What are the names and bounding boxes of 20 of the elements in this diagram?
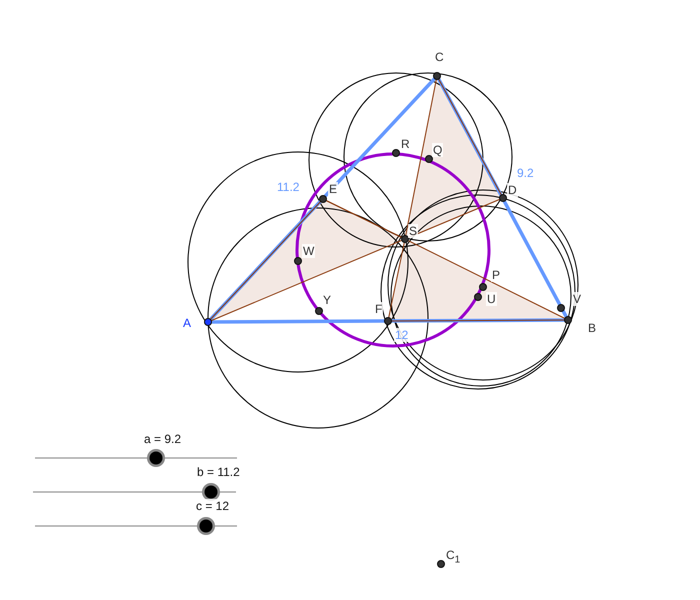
slider-label: b = 11.2 xyxy=(196,465,241,479)
point-label: V xyxy=(572,292,582,306)
point-label: Y xyxy=(322,293,332,307)
point-label: A xyxy=(182,316,192,330)
point-label: W xyxy=(302,244,316,258)
side-length-label: 9.2 xyxy=(516,166,535,180)
point-label: Q xyxy=(432,143,444,157)
side-length-label: 11.2 xyxy=(276,180,300,194)
side-length-label: 12 xyxy=(394,328,410,342)
point-label: E xyxy=(328,182,338,196)
point-label: F xyxy=(374,302,384,316)
slider-label: c = 12 xyxy=(195,499,230,513)
point-label: B xyxy=(587,321,598,335)
point-label: S xyxy=(408,224,418,238)
slider-label: a = 9.2 xyxy=(143,432,182,446)
point-label: U xyxy=(486,292,497,306)
point-label: P xyxy=(491,268,502,282)
point-label: C xyxy=(434,50,445,64)
point-label: D xyxy=(507,183,518,197)
point-label: R xyxy=(400,137,411,151)
